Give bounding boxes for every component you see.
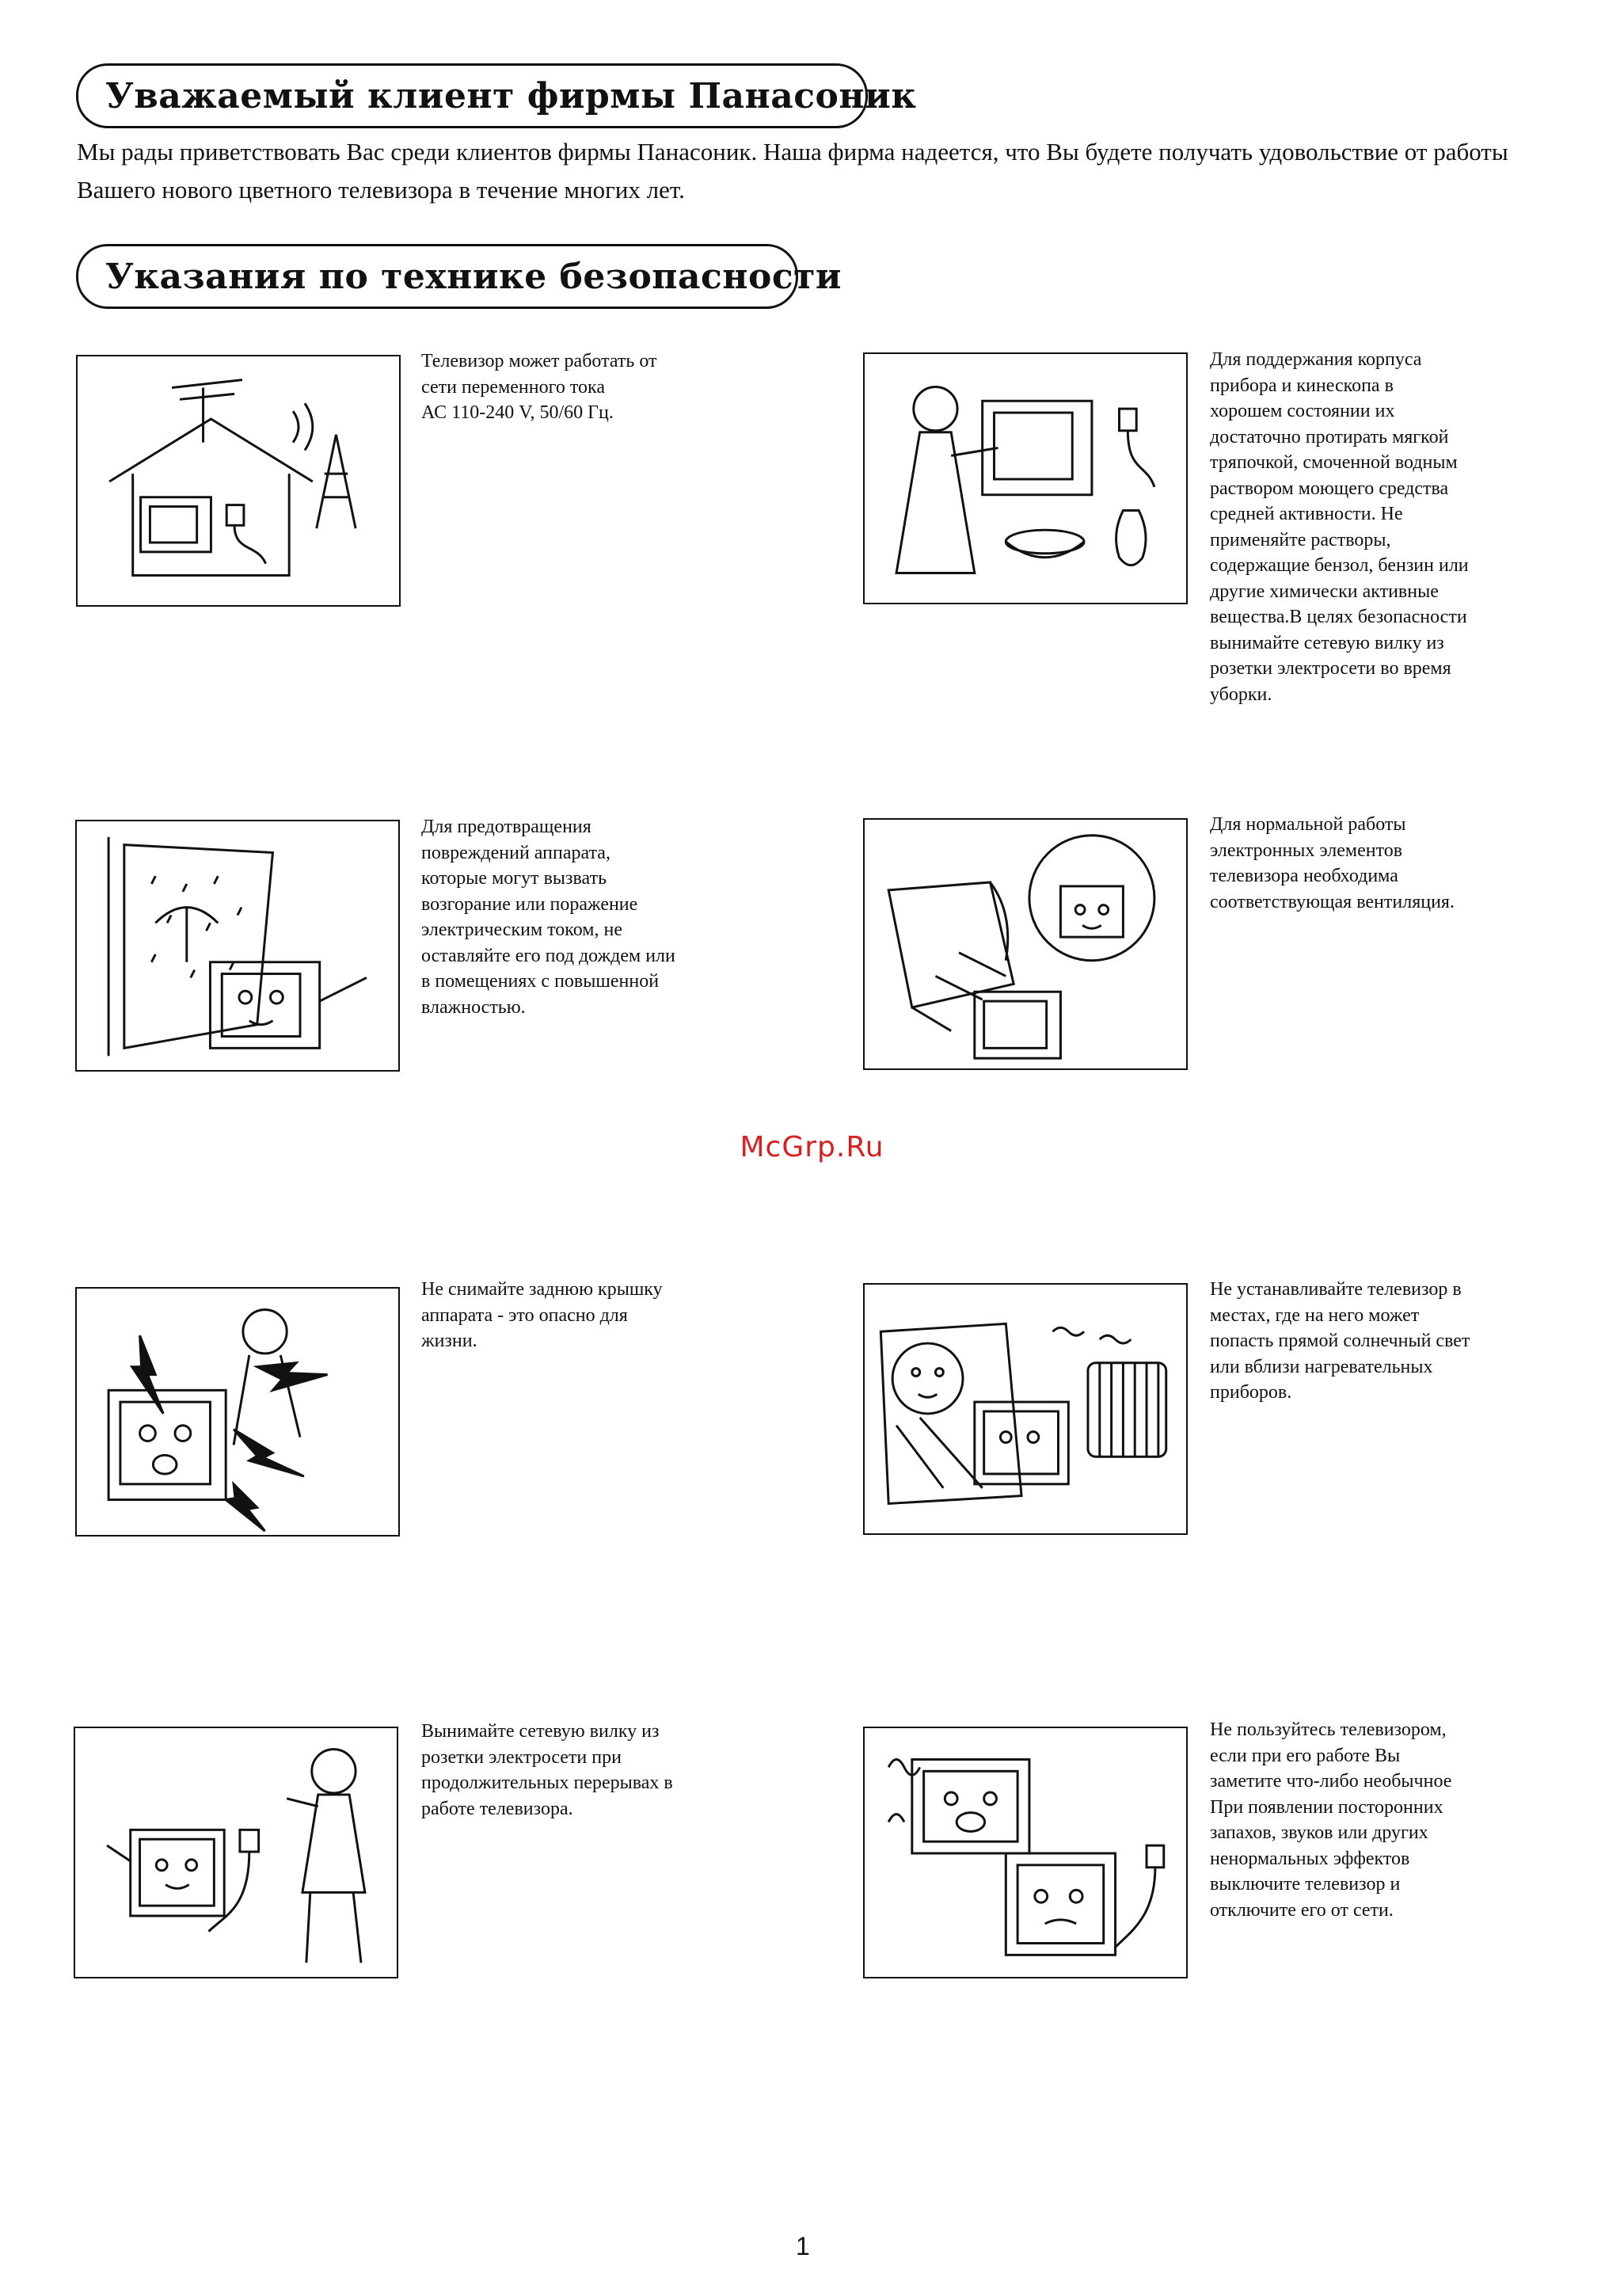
note-unplug: Вынимайте сетевую вилку из розетки элект… [421, 1721, 673, 1819]
cleaning-tv-icon [863, 352, 1188, 604]
note-ventilation: Для нормальной работы электронных элемен… [1210, 814, 1455, 912]
malfunction-tv-icon [863, 1727, 1188, 1978]
note-moisture: Для предотвращения повреждений аппарата,… [421, 817, 675, 1018]
electric-shock-icon [75, 1287, 400, 1537]
note-back-cover: Не снимайте заднюю крышку аппарата - это… [421, 1279, 663, 1351]
rain-tv-icon [75, 820, 400, 1072]
heading-welcome-box: Уважаемый клиент фирмы Панасоник [76, 63, 916, 132]
section-title: Указания по технике безопасности [105, 256, 842, 297]
note-cleaning: Для поддержания корпуса прибора и кинеск… [1210, 349, 1469, 705]
page-title: Уважаемый клиент фирмы Панасоник [105, 75, 917, 116]
ventilation-tv-icon [863, 818, 1188, 1070]
note-malfunction: Не пользуйтесь телевизором, если при его… [1210, 1719, 1452, 1921]
note-power-supply: Телевизор может работать от сети перемен… [421, 351, 657, 423]
note-sun-heat: Не устанавливайте телевизор в местах, гд… [1210, 1279, 1470, 1403]
sun-heater-tv-icon [863, 1283, 1188, 1535]
page-number: 1 [796, 2232, 810, 2260]
watermark: McGrp.Ru [740, 1131, 884, 1163]
antenna-house-icon [76, 355, 401, 607]
heading-safety-box: Указания по технике безопасности [76, 244, 842, 313]
unplug-tv-icon [74, 1727, 398, 1978]
intro-paragraph: Мы рады приветствовать Вас среди клиенто… [77, 138, 1508, 204]
